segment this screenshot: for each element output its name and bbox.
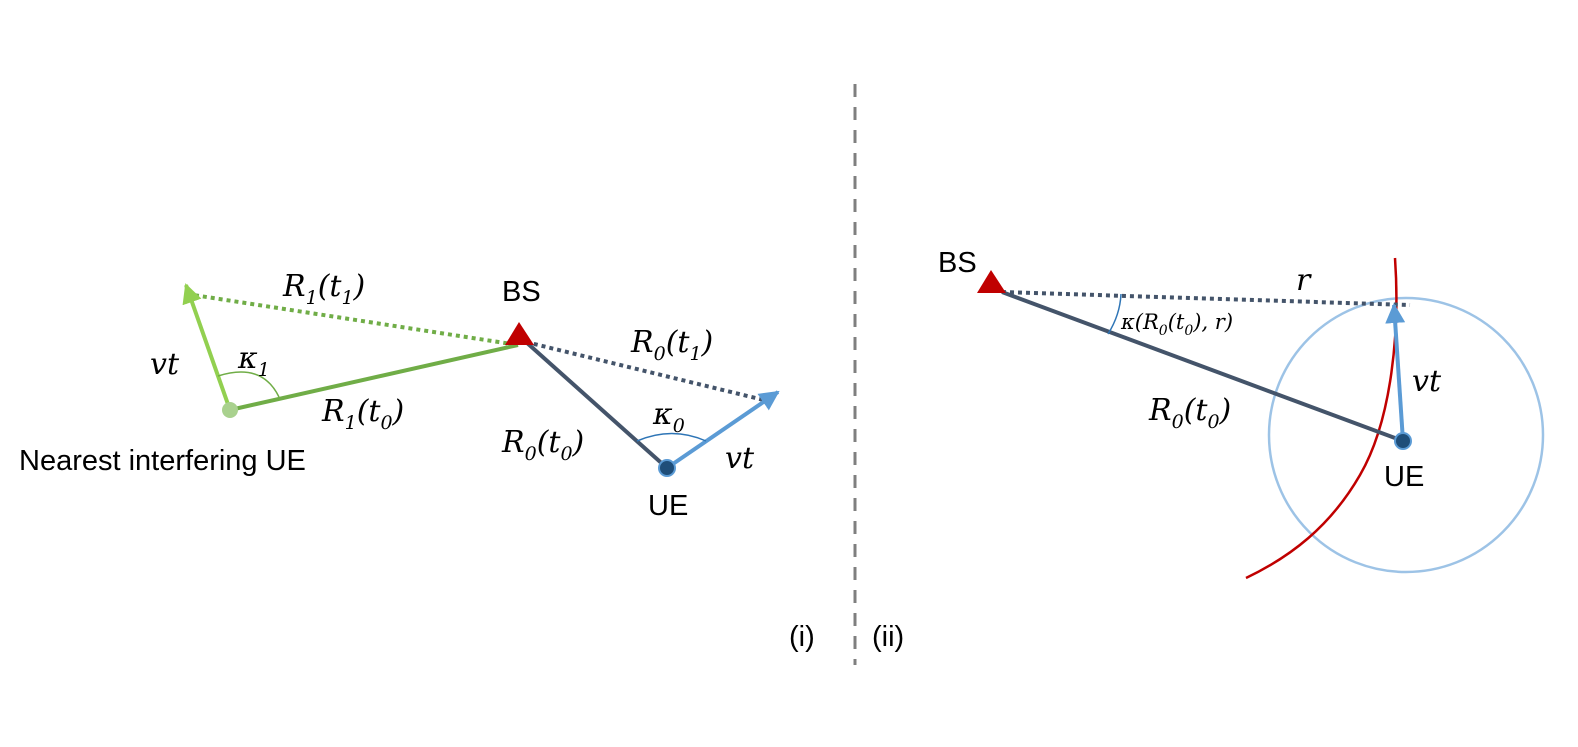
vt-left-label: vt <box>150 347 180 382</box>
kappa-arc-ii <box>1107 293 1122 335</box>
radius-arc <box>1245 257 1398 580</box>
r1-t1-label: R1(t1) <box>282 269 365 309</box>
ue-velocity-arrow <box>665 390 780 470</box>
kappa1-label: κ1 <box>237 341 270 381</box>
ue-label-ii: UE <box>1384 461 1424 493</box>
interferer-ue-marker <box>222 402 238 418</box>
ue-marker-ii <box>1394 432 1412 450</box>
ue-velocity-arrow-ii <box>1385 303 1406 442</box>
r0-t0-line-ii <box>1001 290 1404 443</box>
r-label: r <box>1296 263 1312 298</box>
bs-triangle-icon <box>505 322 534 345</box>
ue-label: UE <box>648 490 688 522</box>
r0-t0-line <box>524 340 669 470</box>
r1-t0-line <box>229 343 519 412</box>
r0-t1-label: R0(t1) <box>630 325 713 365</box>
panel-i: BS UE Nearest interfering UE R1(t1) R1(t… <box>19 269 815 653</box>
ue-marker <box>658 459 676 477</box>
bs-label-ii: BS <box>938 247 977 279</box>
caption-ii: (ii) <box>872 621 904 653</box>
bs-label: BS <box>502 276 541 308</box>
mobility-circle <box>1267 296 1545 574</box>
caption-i: (i) <box>789 621 815 653</box>
kappa0-label: κ0 <box>652 397 685 437</box>
kappa1-arc <box>217 371 280 398</box>
bs-triangle-icon-ii <box>977 270 1006 293</box>
interferer-velocity-arrow <box>182 283 232 411</box>
vt-label-ii: vt <box>1412 364 1442 399</box>
kappa-expr-label: κ(R0(t0), r) <box>1120 310 1233 339</box>
panel-ii: BS UE r vt R0(t0) κ(R0(t0), r) (ii) <box>872 247 1545 653</box>
kappa0-arc <box>636 432 707 442</box>
vt-right-label: vt <box>725 441 755 476</box>
r-line <box>1001 290 1411 307</box>
interferer-label: Nearest interfering UE <box>19 445 306 477</box>
r0-t0-label: R0(t0) <box>501 425 584 465</box>
r0-t0-label-ii: R0(t0) <box>1148 393 1231 433</box>
r0-t1-line <box>525 340 773 404</box>
r1-t0-label: R1(t0) <box>321 394 404 434</box>
